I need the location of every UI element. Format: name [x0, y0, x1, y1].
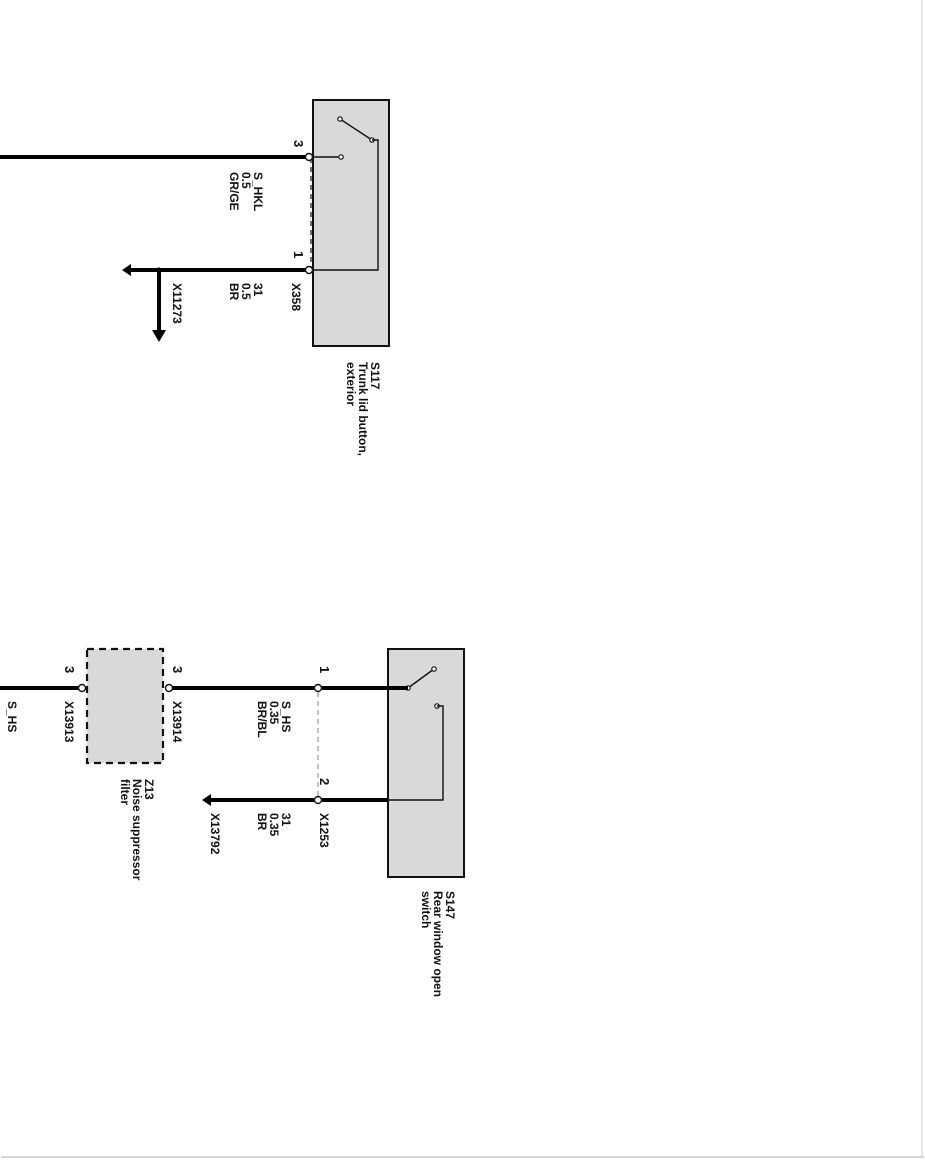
s117-trunk-lid-button: 3 1 S_HKL 0.5 GR/GE 31 0.5 BR X358 X1127…: [0, 99, 390, 456]
s147-ground-connector-id: X13792: [208, 813, 222, 855]
z13-pin-terminal: [77, 683, 87, 693]
splice-point: [156, 267, 162, 273]
z13-connector-left: X13913: [62, 701, 76, 743]
s147-internal-line: [388, 705, 444, 801]
s117-name-line1: Trunk lid button,: [356, 362, 370, 456]
s117-name-line2: exterior: [344, 362, 358, 406]
s117-pin-terminal: [304, 152, 314, 162]
z13-pin-terminal: [164, 683, 174, 693]
s117-component-box: [312, 99, 390, 347]
z13-signal-out: S_HS: [5, 701, 19, 732]
s117-connector-id: X358: [289, 283, 303, 311]
s117-internal-line: [311, 139, 379, 271]
s147-switch-lever: [407, 668, 435, 689]
s147-wire-top-signal: S_HS: [279, 701, 293, 732]
s147-wire-bottom-color: BR: [255, 813, 269, 831]
s117-wire-top-gauge: 0.5: [239, 172, 253, 189]
s147-rear-window-open-switch: 1 2 S_HS 0.35 BR/BL 31 0.35 BR X1253 X13…: [172, 648, 465, 997]
ground-symbol: [122, 264, 131, 276]
s117-pin-bottom: 1: [291, 251, 306, 258]
s147-pin-bottom: 2: [317, 778, 332, 785]
s147-wire-top-gauge: 0.35: [267, 701, 281, 725]
s117-ground-connector-id: X11273: [170, 283, 184, 324]
z13-pin-right: 3: [170, 666, 185, 673]
s117-pin-terminal: [304, 265, 314, 275]
s117-switch-contact: [337, 116, 343, 122]
s117-pin-top: 3: [291, 140, 306, 147]
ground-arrow-icon: [152, 330, 166, 342]
s147-pin-top: 1: [317, 666, 332, 673]
s147-id: S147: [443, 891, 457, 919]
s147-pin-terminal: [313, 683, 323, 693]
ground-symbol: [202, 794, 211, 806]
z13-component-box: [85, 647, 165, 765]
s147-wire-bottom-signal: 31: [279, 813, 293, 827]
s147-component-box: [387, 648, 465, 878]
z13-name-line1: Noise suppressor: [130, 779, 144, 881]
s147-pin-terminal: [313, 795, 323, 805]
s147-name-line1: Rear window open: [431, 891, 445, 997]
s117-wire-bottom-signal: 31: [251, 283, 265, 297]
z13-id: Z13: [142, 779, 156, 800]
z13-name-line2: filter: [118, 779, 132, 805]
s117-id: S117: [368, 362, 382, 390]
z13-connector-right: X13914: [170, 701, 184, 743]
s147-wire-bottom-gauge: 0.35: [267, 813, 281, 837]
s147-switch-contact: [431, 666, 437, 672]
z13-noise-suppressor-filter: 3 3 X13913 X13914 S_HS Z13 Noise suppres…: [0, 647, 185, 881]
s117-switch-lever: [339, 118, 373, 141]
z13-pin-left: 3: [62, 666, 77, 673]
s117-wire-bottom-gauge: 0.5: [239, 283, 253, 300]
s147-name-line2: switch: [419, 891, 433, 928]
s117-switch-contact: [338, 154, 344, 160]
s147-wire-top-color: BR/BL: [255, 701, 269, 738]
s117-wire-bottom-color: BR: [227, 283, 241, 301]
s117-wire-top-color: GR/GE: [227, 172, 241, 211]
s117-wire-top-signal: S_HKL: [251, 172, 265, 211]
s147-connector-id: X1253: [317, 813, 331, 848]
